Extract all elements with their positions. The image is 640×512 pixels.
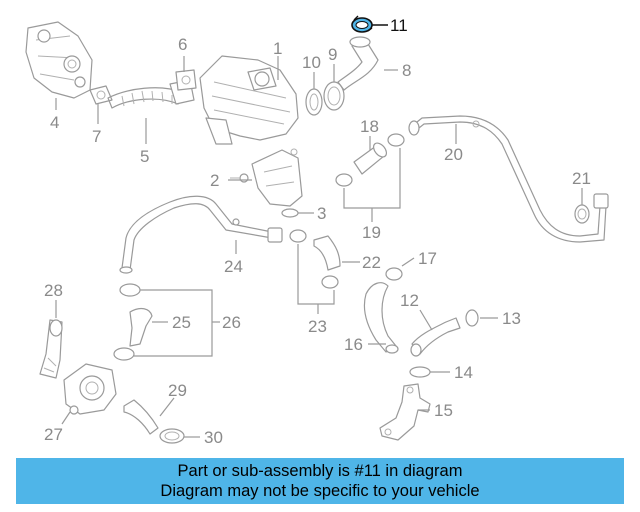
part-19-clamp[interactable] xyxy=(335,133,405,187)
callout-1: 1 xyxy=(273,39,282,58)
callout-10: 10 xyxy=(302,53,321,72)
callout-8: 8 xyxy=(402,61,411,80)
callout-11: 11 xyxy=(390,16,408,35)
callout-27: 27 xyxy=(44,425,63,444)
part-20-coolant-pipe[interactable] xyxy=(408,115,609,243)
part-2-bracket[interactable] xyxy=(230,148,303,207)
callout-20: 20 xyxy=(444,145,463,164)
callout-12: 12 xyxy=(400,291,419,310)
leader-lines xyxy=(55,24,583,438)
callout-17: 17 xyxy=(418,249,437,268)
part-8-hose[interactable] xyxy=(337,36,379,91)
callout-15: 15 xyxy=(434,401,453,420)
part-12-hose[interactable] xyxy=(410,317,461,357)
part-18-hose[interactable] xyxy=(353,141,389,175)
callout-9: 9 xyxy=(328,45,337,64)
callout-23: 23 xyxy=(308,317,327,336)
callout-14: 14 xyxy=(454,363,473,382)
part-24-coolant-pipe[interactable] xyxy=(119,195,283,274)
banner-line-2: Diagram may not be specific to your vehi… xyxy=(160,482,480,500)
part-1-egr-cooler[interactable] xyxy=(199,55,299,145)
part-11-clamp-highlighted[interactable] xyxy=(351,15,373,33)
callout-4: 4 xyxy=(50,113,59,132)
callout-7: 7 xyxy=(92,127,101,146)
callout-3: 3 xyxy=(317,204,326,223)
part-25-hose[interactable] xyxy=(129,307,153,347)
callout-13: 13 xyxy=(502,309,521,328)
part-10-seal[interactable] xyxy=(305,88,323,116)
part-29-hose[interactable] xyxy=(123,399,159,435)
callout-28: 28 xyxy=(44,281,63,300)
callout-26: 26 xyxy=(222,313,241,332)
part-21-oring[interactable] xyxy=(574,204,590,224)
callout-30: 30 xyxy=(204,428,223,447)
callout-19: 19 xyxy=(362,223,381,242)
part-6-gasket[interactable] xyxy=(175,69,197,91)
callout-6: 6 xyxy=(178,35,187,54)
part-30-clamp[interactable] xyxy=(159,428,185,444)
parts-diagram: 1 2 3 4 5 6 7 8 9 10 11 12 13 14 15 16 1… xyxy=(25,15,609,447)
callout-labels: 1 2 3 4 5 6 7 8 9 10 11 12 13 14 15 16 1… xyxy=(44,16,591,447)
part-7-gasket[interactable] xyxy=(89,85,113,105)
info-banner: Part or sub-assembly is #11 in diagram D… xyxy=(16,458,624,504)
part-26-clamp[interactable] xyxy=(113,283,141,361)
callout-29: 29 xyxy=(168,381,187,400)
callout-22: 22 xyxy=(362,253,381,272)
callout-25: 25 xyxy=(172,313,191,332)
banner-line-1: Part or sub-assembly is #11 in diagram xyxy=(177,462,463,480)
callout-21: 21 xyxy=(572,169,591,188)
part-17-clamp[interactable] xyxy=(385,267,403,281)
part-14-clamp[interactable] xyxy=(409,366,431,378)
part-15-fitting[interactable] xyxy=(379,383,431,441)
callout-24: 24 xyxy=(224,257,243,276)
part-22-hose[interactable] xyxy=(289,229,341,289)
part-13-clamp[interactable] xyxy=(465,309,479,327)
part-27-pump[interactable] xyxy=(63,363,117,415)
part-4-egr-valve[interactable] xyxy=(25,21,93,99)
callout-16: 16 xyxy=(344,335,363,354)
part-16-hose[interactable] xyxy=(363,282,399,354)
callout-18: 18 xyxy=(360,117,379,136)
callout-2: 2 xyxy=(210,171,219,190)
part-28-bracket[interactable] xyxy=(39,319,63,379)
callout-5: 5 xyxy=(140,147,149,166)
part-3-oring[interactable] xyxy=(281,208,299,218)
